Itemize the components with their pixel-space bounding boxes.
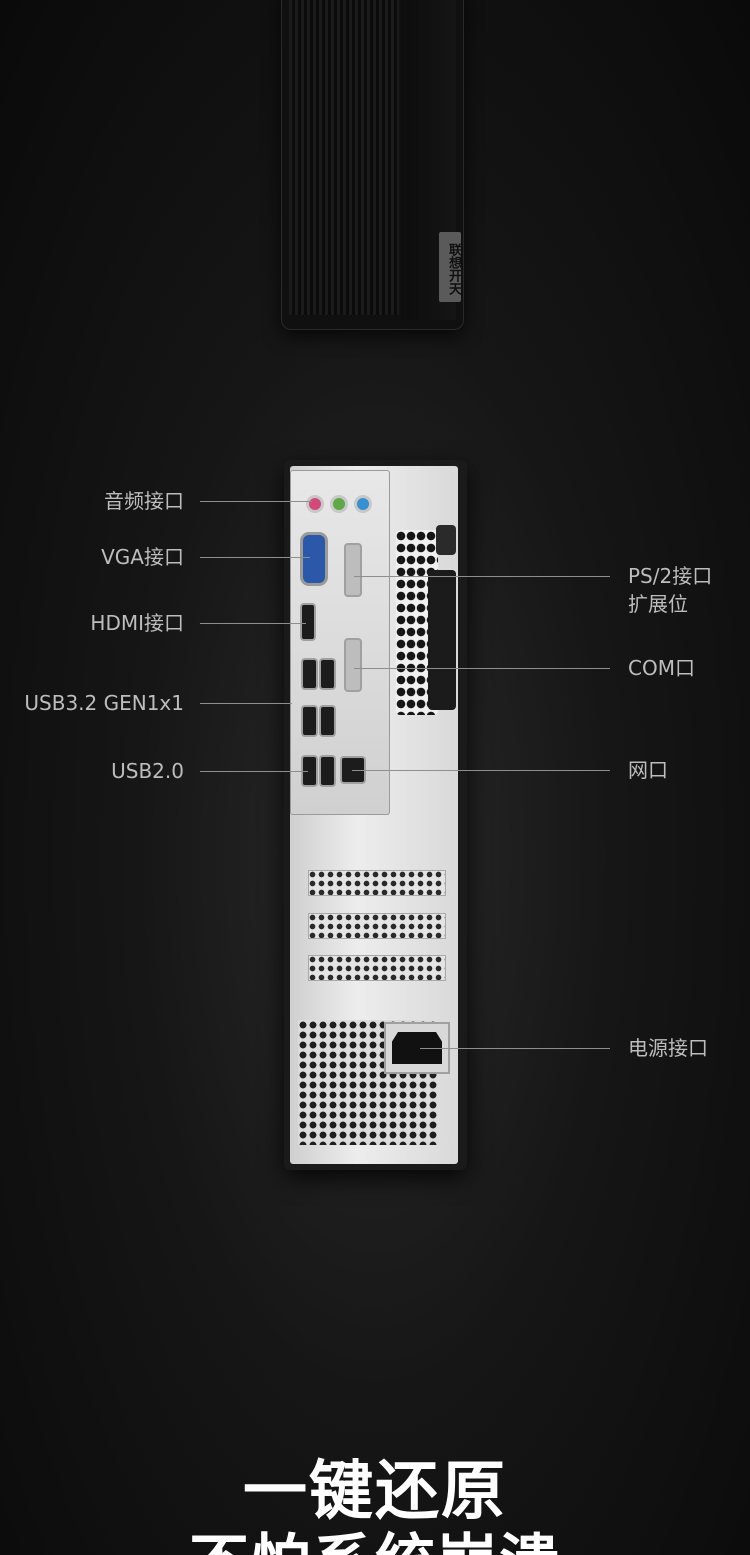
hdmi-port — [302, 605, 314, 639]
callout-usb20-label: USB2.0 — [111, 759, 184, 783]
headline-line1: 一键还原 — [243, 1455, 507, 1529]
expansion-slot-3 — [308, 955, 446, 981]
callout-power-leader — [420, 1048, 610, 1049]
callout-usb20-leader — [200, 771, 308, 772]
audio-jack-blue — [354, 495, 372, 513]
expansion-slot-1 — [308, 870, 446, 896]
usb32-port-4 — [321, 707, 334, 735]
brand-badge: 联想开天 — [439, 232, 461, 302]
usb32-port-1 — [303, 660, 316, 688]
callout-com-leader — [354, 668, 610, 669]
power-socket — [384, 1022, 450, 1074]
callout-power-label: 电源接口 — [628, 1036, 708, 1060]
usb20-port-2 — [321, 757, 334, 785]
callout-ps2-label: PS/2接口 — [628, 564, 713, 588]
callout-audio-leader — [200, 501, 312, 502]
callout-hdmi-label: HDMI接口 — [90, 611, 184, 635]
callout-com-label: COM口 — [628, 656, 695, 680]
usb32-port-3 — [303, 707, 316, 735]
headline-line2: 不怕系统崩溃 — [0, 1525, 750, 1555]
usb20-port-1 — [303, 757, 316, 785]
callout-lan-leader — [352, 770, 610, 771]
callout-ps2-leader — [354, 576, 610, 577]
front-ventilation-slats — [289, 0, 399, 315]
callout-audio-label: 音频接口 — [104, 489, 184, 513]
lock-slot — [436, 525, 456, 555]
callout-vga-label: VGA接口 — [101, 545, 184, 569]
audio-jack-green — [330, 495, 348, 513]
rear-handle-rail — [428, 570, 456, 710]
audio-jack-pink — [306, 495, 324, 513]
tower-front-view — [281, 0, 464, 330]
vga-port — [303, 535, 325, 583]
callout-vga-leader — [200, 557, 310, 558]
callout-usb32-label: USB3.2 GEN1x1 — [24, 691, 184, 715]
callout-expansion-label: 扩展位 — [628, 592, 688, 616]
callout-usb32-leader — [200, 703, 292, 704]
callout-hdmi-leader — [200, 623, 306, 624]
usb32-port-2 — [321, 660, 334, 688]
callout-lan-label: 网口 — [628, 758, 668, 782]
com-knockout — [346, 640, 360, 690]
expansion-slot-2 — [308, 913, 446, 939]
ps2-knockout — [346, 545, 360, 595]
